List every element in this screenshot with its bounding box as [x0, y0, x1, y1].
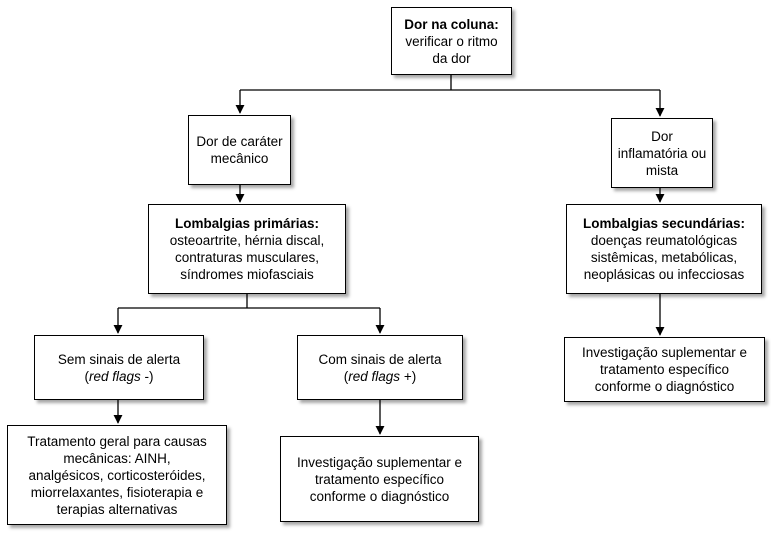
node-treatment-line: miorrelaxantes, fisioterapia e [30, 484, 204, 500]
paren-open: ( [343, 368, 349, 384]
node-inflammatory-pain: Dor inflamatória ou mista [611, 118, 713, 188]
node-secondary-line: doenças reumatológicas [590, 233, 738, 248]
node-with-flags-subline: (red flags +) [344, 368, 416, 385]
connector-primary-split [118, 294, 380, 309]
node-treatment-line: mecânicas: AINH, [63, 450, 171, 466]
node-investigation-line: tratamento específico [599, 362, 730, 377]
node-primary-low-back-pain: Lombalgias primárias: osteoartrite, hérn… [148, 204, 346, 294]
node-with-red-flags: Com sinais de alerta (red flags +) [297, 335, 463, 400]
paren-open: ( [84, 368, 89, 384]
red-flags-suffix: -) [140, 368, 154, 384]
red-flags-suffix: +) [400, 368, 417, 384]
node-inflammatory-line: inflamatória ou [617, 145, 707, 161]
red-flags-italic: red flags [88, 368, 141, 384]
node-no-red-flags: Sem sinais de alerta (red flags -) [34, 335, 204, 400]
node-secondary-low-back-pain: Lombalgias secundárias: doenças reumatol… [566, 204, 762, 294]
node-primary-line: síndromes miofasciais [180, 267, 314, 282]
node-treatment-line: analgésicos, corticosteróides, [28, 467, 206, 483]
node-root: Dor na coluna: verificar o ritmo da dor [391, 7, 512, 75]
node-no-flags-subline: (red flags -) [84, 368, 153, 385]
node-mechanical-line: mecânico [210, 151, 269, 166]
node-no-flags-line: Sem sinais de alerta [57, 351, 181, 367]
node-investigation-right: Investigação suplementar e tratamento es… [564, 337, 765, 402]
node-investigation-line: conforme o diagnóstico [594, 379, 735, 394]
node-inflammatory-line: Dor [651, 128, 673, 144]
node-primary-title: Lombalgias primárias: [174, 216, 320, 231]
node-mechanical-line: Dor de caráter [196, 134, 283, 149]
node-inflammatory-line: mista [645, 162, 679, 178]
node-secondary-line: neoplásicas ou infecciosas [583, 267, 745, 282]
node-investigation-line: tratamento específico [314, 471, 445, 487]
node-mechanical-pain: Dor de caráter mecânico [188, 115, 291, 185]
node-treatment-line: Tratamento geral para causas [27, 433, 207, 449]
red-flags-italic: red flags [348, 368, 401, 384]
node-secondary-line: sistêmicas, metabólicas, [590, 250, 738, 265]
node-root-line: verificar o ritmo [405, 33, 498, 49]
node-investigation-line: Investigação suplementar e [581, 345, 748, 360]
node-root-title: Dor na coluna: [404, 16, 499, 32]
node-primary-line: contraturas musculares, [174, 250, 320, 265]
node-primary-line: osteoartrite, hérnia discal, [169, 233, 325, 248]
node-secondary-title: Lombalgias secundárias: [582, 216, 746, 231]
node-treatment-line: terapias alternativas [56, 501, 178, 517]
node-root-line: da dor [432, 50, 471, 66]
node-investigation-middle: Investigação suplementar e tratamento es… [280, 436, 479, 522]
node-investigation-line: Investigação suplementar e [296, 454, 463, 470]
node-general-treatment: Tratamento geral para causas mecânicas: … [7, 425, 227, 525]
connector-root-split [240, 75, 660, 91]
node-investigation-line: conforme o diagnóstico [309, 488, 450, 504]
node-with-flags-line: Com sinais de alerta [318, 351, 442, 367]
